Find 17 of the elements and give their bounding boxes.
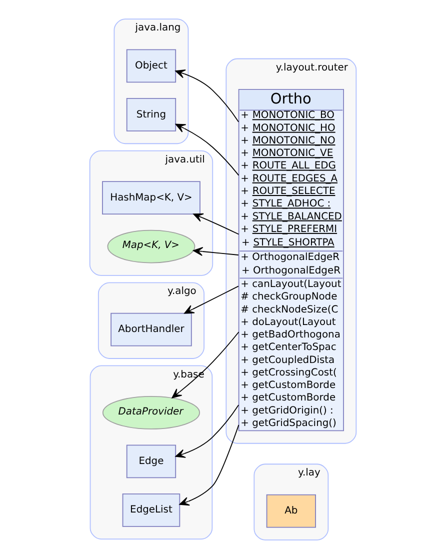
node-box: Object [126, 49, 176, 83]
arrow [192, 213, 239, 235]
node-ellipse: DataProvider [102, 396, 200, 430]
arrow [174, 404, 239, 458]
node-box: AbortHandler [110, 312, 192, 346]
node-ellipse: Map<K, V> [106, 230, 195, 264]
node-box: Ab [266, 494, 316, 528]
arrow [192, 246, 238, 256]
node-box: Edge [126, 444, 176, 478]
node-box: HashMap<K, V> [102, 181, 200, 214]
node-box: EdgeList [122, 493, 180, 527]
arrow [184, 286, 238, 314]
arrow [174, 124, 239, 176]
arrow [174, 70, 238, 122]
arrow [178, 424, 239, 506]
arrow [171, 332, 239, 398]
node-box: String [126, 98, 176, 132]
